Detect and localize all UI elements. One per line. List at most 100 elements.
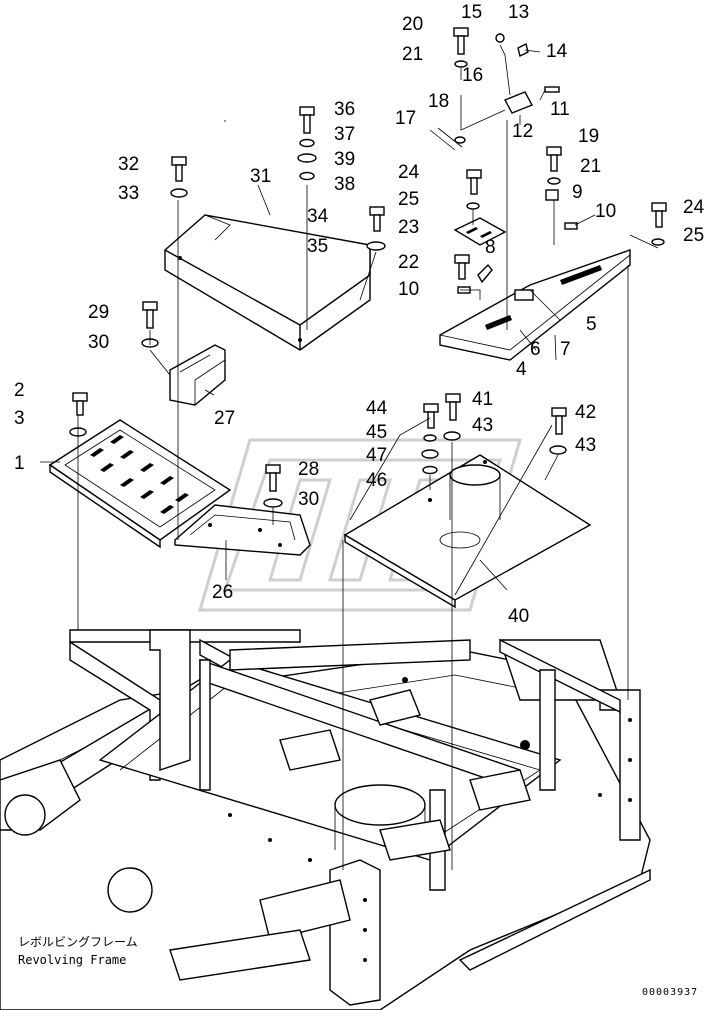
callout-23: 23 xyxy=(398,217,419,238)
callout-31: 31 xyxy=(250,166,271,187)
callout-13: 13 xyxy=(508,2,529,23)
callout-15: 15 xyxy=(461,2,482,23)
washer-25a xyxy=(466,202,480,210)
callout-30b: 30 xyxy=(298,489,319,510)
revolving-frame xyxy=(0,629,651,1010)
callout-43b: 43 xyxy=(575,435,596,456)
callout-24b: 24 xyxy=(683,197,705,218)
washer-21b xyxy=(547,177,561,185)
bolt-32 xyxy=(171,156,187,182)
callout-39: 39 xyxy=(334,149,355,170)
part-18 xyxy=(454,136,466,144)
callout-45: 45 xyxy=(366,422,387,443)
callouts: 1 5 6 7 8 9 10 10 11 12 13 14 15 16 17 1… xyxy=(14,2,705,627)
caption-jp: レボルビングフレーム xyxy=(18,935,138,949)
bolt-19 xyxy=(546,146,562,172)
bolt-24b xyxy=(651,202,667,228)
callout-40: 40 xyxy=(508,606,529,627)
washer-43b xyxy=(549,445,567,455)
callout-11: 11 xyxy=(550,99,570,120)
bolt-2 xyxy=(72,392,88,416)
bolt-28 xyxy=(265,464,281,492)
callout-37: 37 xyxy=(334,124,355,145)
part-14 xyxy=(517,42,529,58)
washer-35 xyxy=(366,241,386,251)
leader-lines xyxy=(40,44,659,870)
callout-8: 8 xyxy=(485,237,496,258)
callout-20: 20 xyxy=(402,14,423,35)
part-23-plate xyxy=(453,217,507,246)
callout-6: 6 xyxy=(530,339,541,360)
part-17 xyxy=(429,127,463,151)
callout-4: 4 xyxy=(516,359,527,380)
callout-21a: 21 xyxy=(402,44,423,65)
washer-25b xyxy=(651,238,665,246)
washer-47 xyxy=(421,449,439,459)
washer-33 xyxy=(170,188,188,198)
callout-26: 26 xyxy=(212,582,233,603)
bolt-34 xyxy=(369,206,385,232)
washer-45 xyxy=(423,434,437,442)
callout-17: 17 xyxy=(395,108,416,129)
callout-1: 1 xyxy=(14,453,25,474)
callout-36: 36 xyxy=(334,99,355,120)
callout-2: 2 xyxy=(14,380,25,401)
callout-38: 38 xyxy=(334,174,355,195)
clip-9 xyxy=(545,189,559,201)
callout-30a: 30 xyxy=(88,332,109,353)
callout-9: 9 xyxy=(572,182,583,203)
bolt-20 xyxy=(453,27,469,55)
bolt-44 xyxy=(423,403,439,429)
bolt-24a xyxy=(466,169,482,195)
callout-32: 32 xyxy=(118,154,139,175)
part-13 xyxy=(495,33,505,43)
part-40-floor-plate xyxy=(343,454,592,609)
callout-18: 18 xyxy=(428,91,449,112)
washer-43a xyxy=(443,431,461,441)
bolt-29 xyxy=(142,301,158,329)
part-1-floor-plate xyxy=(48,419,232,549)
washer-38 xyxy=(299,171,315,181)
bolt-41 xyxy=(445,393,461,421)
washer-37 xyxy=(299,138,315,148)
doc-number: 00003937 xyxy=(642,987,698,998)
callout-12: 12 xyxy=(512,121,533,142)
part-27-bracket xyxy=(169,344,226,406)
callout-34: 34 xyxy=(307,206,329,227)
callout-25b: 25 xyxy=(683,225,704,246)
bolt-36 xyxy=(299,106,315,134)
part-31-cover xyxy=(164,214,371,351)
frame-holes xyxy=(228,677,632,962)
callout-5: 5 xyxy=(586,314,597,335)
callout-28: 28 xyxy=(298,459,319,480)
callout-33: 33 xyxy=(118,183,139,204)
grille-slots xyxy=(90,435,189,514)
callout-44: 44 xyxy=(366,398,388,419)
callout-46: 46 xyxy=(366,470,387,491)
callout-14: 14 xyxy=(546,41,568,62)
callout-7: 7 xyxy=(560,339,571,360)
callout-21b: 21 xyxy=(580,156,601,177)
callout-10a: 10 xyxy=(398,279,419,300)
callout-22: 22 xyxy=(398,252,419,273)
hardware xyxy=(69,27,667,508)
callout-10b: 10 xyxy=(595,201,616,222)
callout-19: 19 xyxy=(578,126,599,147)
bolt-42 xyxy=(551,407,567,435)
caption-en: Revolving Frame xyxy=(18,953,126,967)
callout-24a: 24 xyxy=(398,162,420,183)
part-10b xyxy=(564,222,578,230)
washer-30b xyxy=(263,498,283,508)
callout-27: 27 xyxy=(214,408,235,429)
part-12-switch xyxy=(504,91,533,114)
washer-39 xyxy=(297,153,317,163)
callout-3: 3 xyxy=(14,408,25,429)
callout-29: 29 xyxy=(88,302,109,323)
bolt-22 xyxy=(454,254,470,280)
callout-35: 35 xyxy=(307,236,328,257)
callout-41: 41 xyxy=(472,389,493,410)
callout-47: 47 xyxy=(366,445,387,466)
washer-46 xyxy=(422,465,438,475)
